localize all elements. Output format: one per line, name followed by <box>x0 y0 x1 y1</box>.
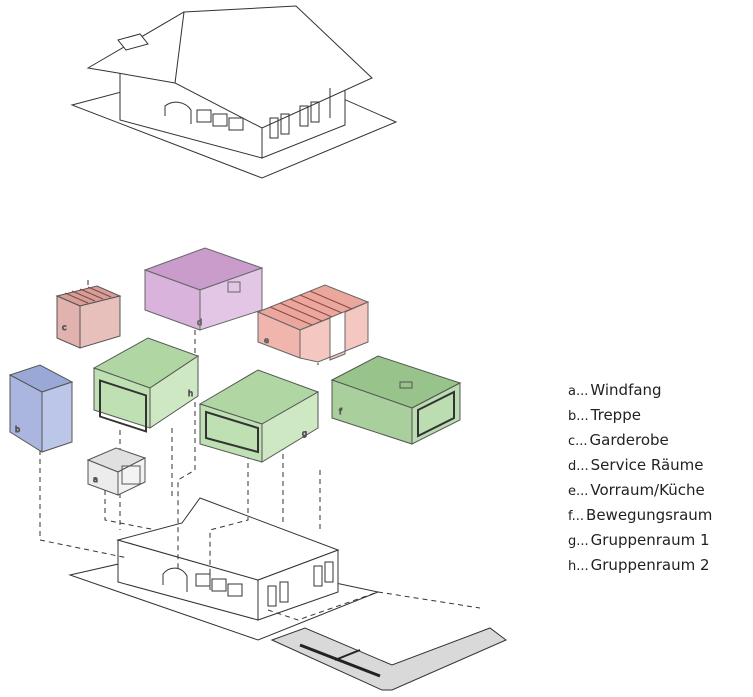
legend-key: d... <box>568 459 589 474</box>
legend-key: e... <box>568 484 588 499</box>
box-treppe: b <box>10 365 72 452</box>
legend-key: c... <box>568 434 588 449</box>
legend-item-garderobe: c...Garderobe <box>568 428 712 453</box>
legend-key: b... <box>568 409 589 424</box>
legend-item-windfang: a...Windfang <box>568 378 712 403</box>
box-vorraum-kueche: e <box>258 285 368 362</box>
legend-label: Gruppenraum 2 <box>591 556 710 574</box>
ground-floor <box>70 498 506 690</box>
legend-label: Garderobe <box>590 431 669 449</box>
legend-label: Treppe <box>591 406 641 424</box>
box-gruppenraum-1: g <box>200 370 318 462</box>
box-label-e: e <box>264 336 269 345</box>
legend-key: f... <box>568 509 584 524</box>
stair-ramp <box>272 628 506 690</box>
room-legend: a...Windfang b...Treppe c...Garderobe d.… <box>568 378 712 578</box>
box-label-c: c <box>62 323 66 332</box>
box-garderobe: c <box>57 286 120 348</box>
legend-label: Vorraum/Küche <box>590 481 704 499</box>
legend-label: Service Räume <box>591 456 704 474</box>
box-label-f: f <box>339 407 342 416</box>
legend-item-gruppenraum-2: h...Gruppenraum 2 <box>568 553 712 578</box>
legend-item-vorraum-kueche: e...Vorraum/Küche <box>568 478 712 503</box>
legend-item-gruppenraum-1: g...Gruppenraum 1 <box>568 528 712 553</box>
box-gruppenraum-2: h <box>94 338 198 431</box>
legend-key: h... <box>568 559 589 574</box>
legend-key: g... <box>568 534 589 549</box>
box-label-h: h <box>188 389 193 398</box>
box-service-raeume: d <box>145 248 262 330</box>
house-exterior <box>72 6 396 178</box>
box-windfang: a <box>88 448 145 495</box>
box-bewegungsraum: f <box>332 356 460 444</box>
box-label-d: d <box>197 318 202 327</box>
box-label-b: b <box>15 425 20 434</box>
box-label-g: g <box>302 429 307 438</box>
box-label-a: a <box>93 475 98 484</box>
legend-label: Bewegungsraum <box>586 506 712 524</box>
legend-label: Windfang <box>590 381 661 399</box>
legend-label: Gruppenraum 1 <box>591 531 710 549</box>
legend-item-service-raeume: d...Service Räume <box>568 453 712 478</box>
legend-item-bewegungsraum: f...Bewegungsraum <box>568 503 712 528</box>
legend-key: a... <box>568 384 588 399</box>
legend-item-treppe: b...Treppe <box>568 403 712 428</box>
